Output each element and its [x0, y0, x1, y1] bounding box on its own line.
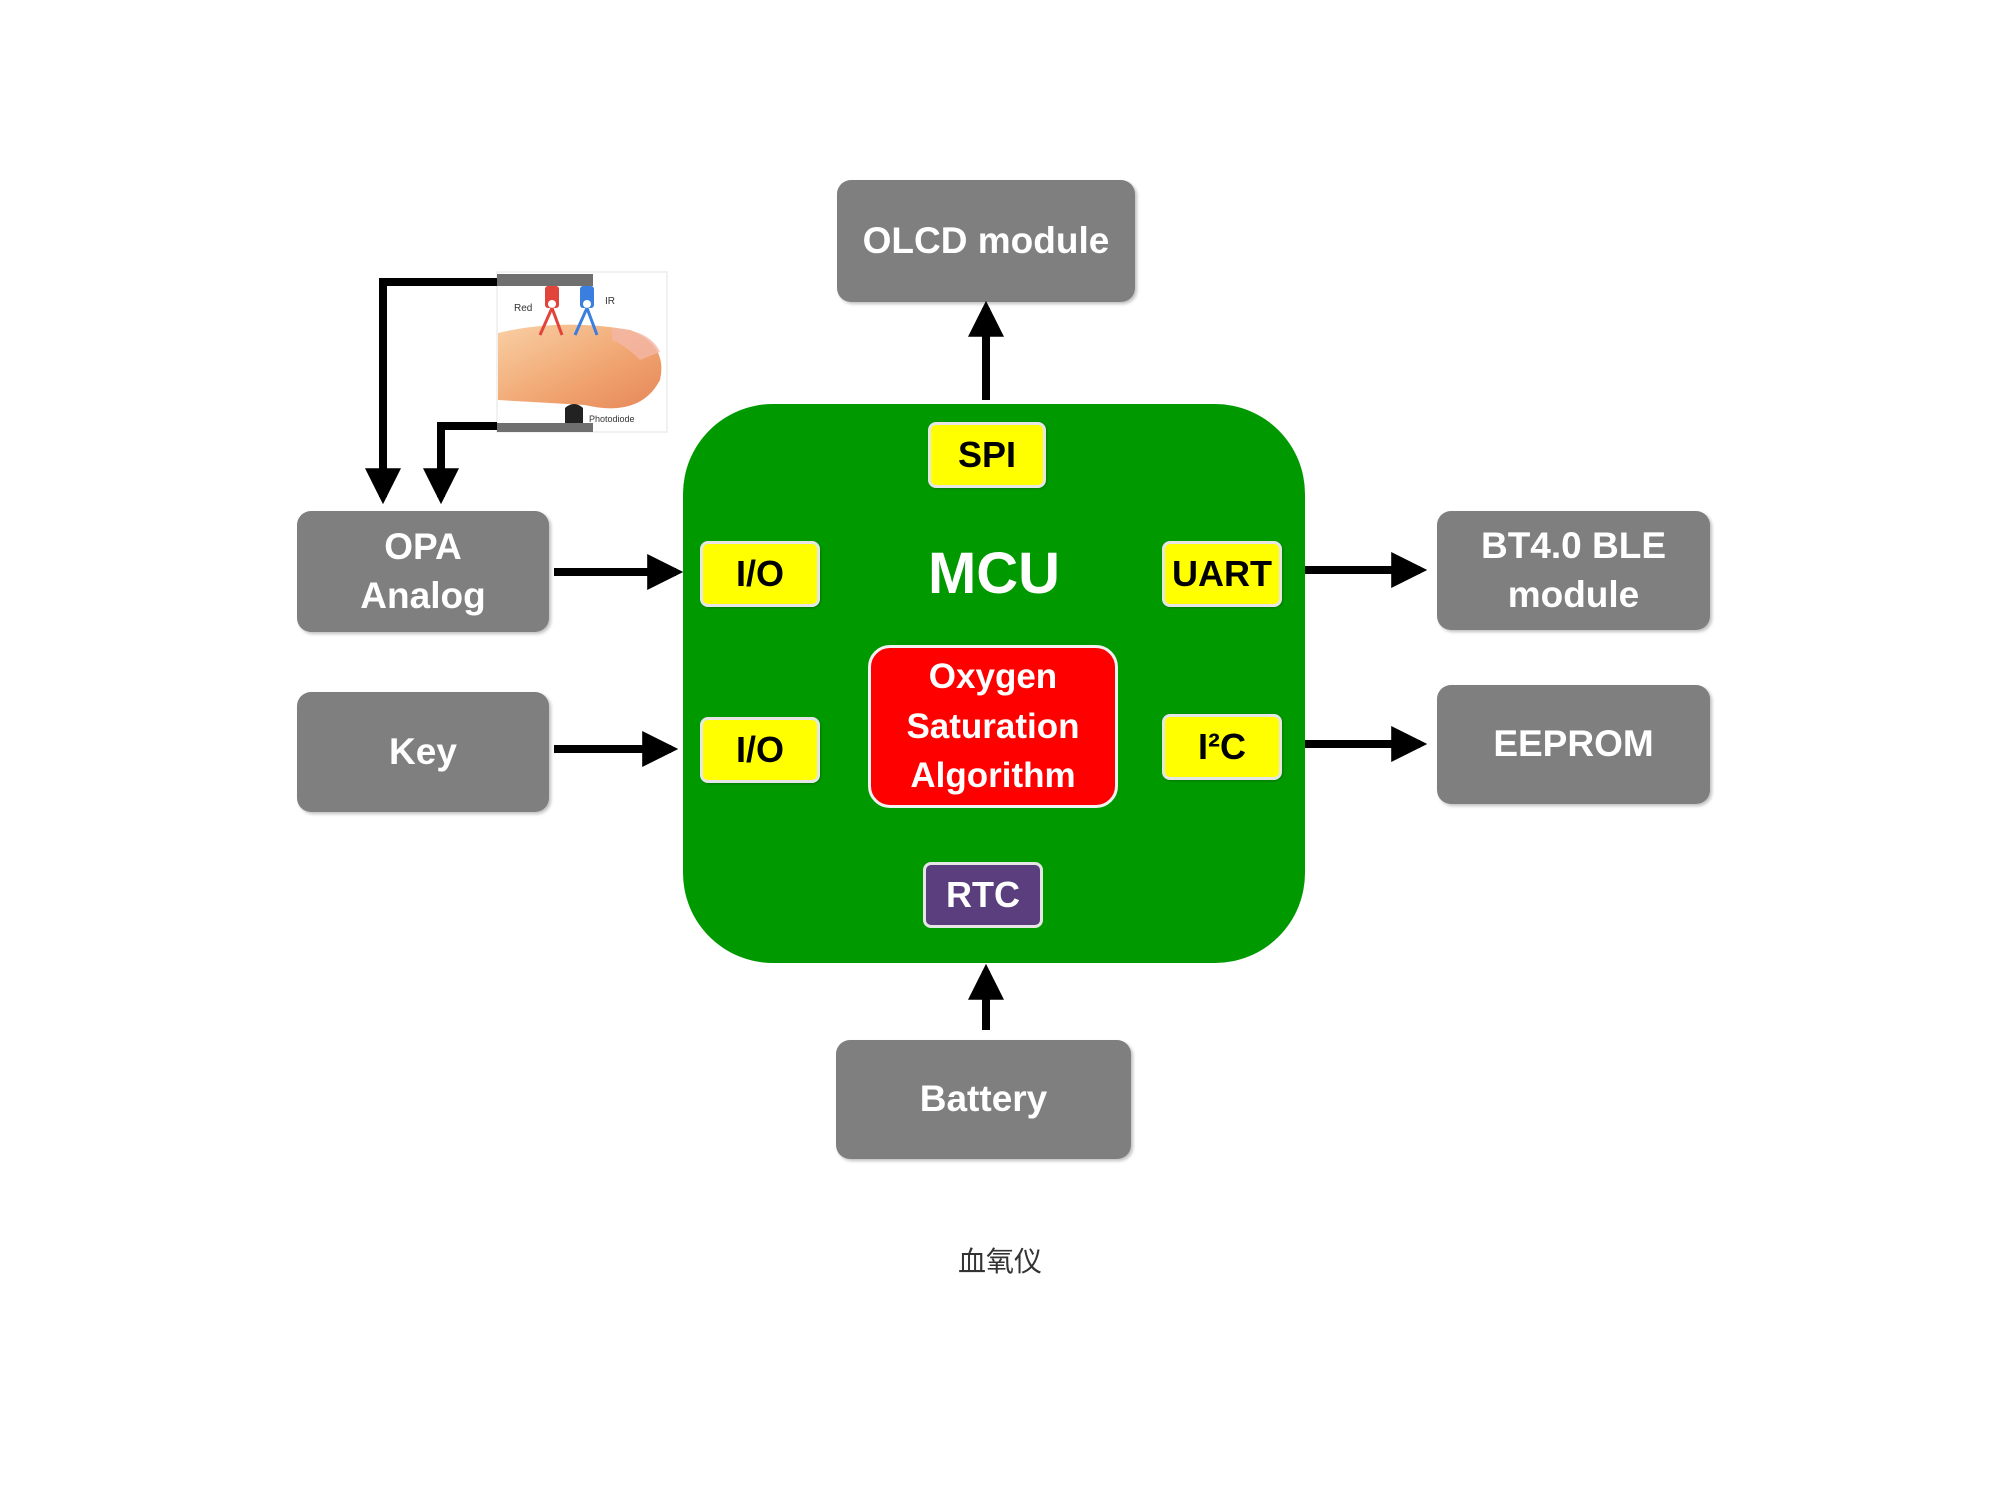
spi-interface: SPI [928, 422, 1046, 488]
io-interface-bottom: I/O [700, 717, 820, 783]
red-led-icon [545, 286, 559, 308]
key-block: Key [297, 692, 549, 812]
photodiode-icon [565, 404, 583, 428]
io-interface-top: I/O [700, 541, 820, 607]
eeprom-block: EEPROM [1437, 685, 1710, 804]
battery-block: Battery [836, 1040, 1131, 1159]
photodiode-label: Photodiode [589, 414, 635, 424]
sensor-to-opa-arrow-outer [365, 278, 497, 505]
ir-label: IR [605, 296, 615, 307]
red-label: Red [514, 303, 532, 314]
rtc-block: RTC [923, 862, 1043, 928]
bt-ble-module-block: BT4.0 BLE module [1437, 511, 1710, 630]
uart-interface: UART [1162, 541, 1282, 607]
olcd-module-block: OLCD module [837, 180, 1135, 302]
mcu-title: MCU [927, 541, 1061, 606]
ir-led-icon [580, 286, 594, 308]
finger-sensor-illustration: Red IR Photodiode [496, 271, 668, 433]
opa-analog-block: OPA Analog [297, 511, 549, 632]
oxygen-saturation-algorithm: Oxygen Saturation Algorithm [868, 645, 1118, 808]
i2c-interface: I²C [1162, 714, 1282, 780]
sensor-to-opa-arrow-inner [423, 422, 497, 505]
diagram-caption: 血氧仪 [957, 1245, 1042, 1278]
